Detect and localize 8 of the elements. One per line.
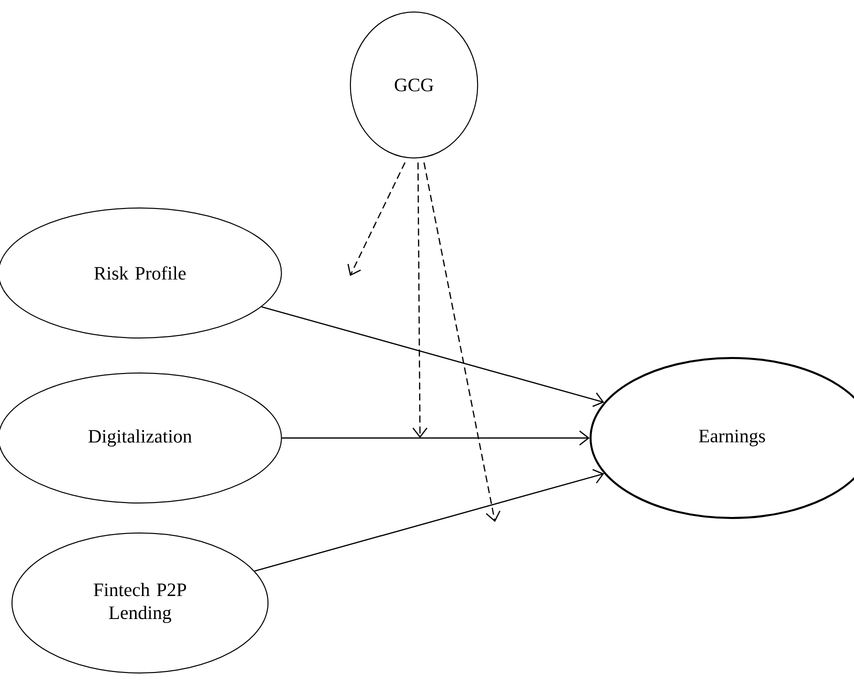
arrow	[254, 469, 604, 572]
arrow	[423, 162, 500, 522]
ellipse-node: Fintech P2P Lending	[12, 532, 268, 674]
arrow	[412, 162, 428, 438]
arrow	[282, 430, 590, 446]
ellipse-node: GCG	[350, 11, 478, 158]
arrow	[347, 162, 406, 276]
arrow	[261, 306, 604, 407]
